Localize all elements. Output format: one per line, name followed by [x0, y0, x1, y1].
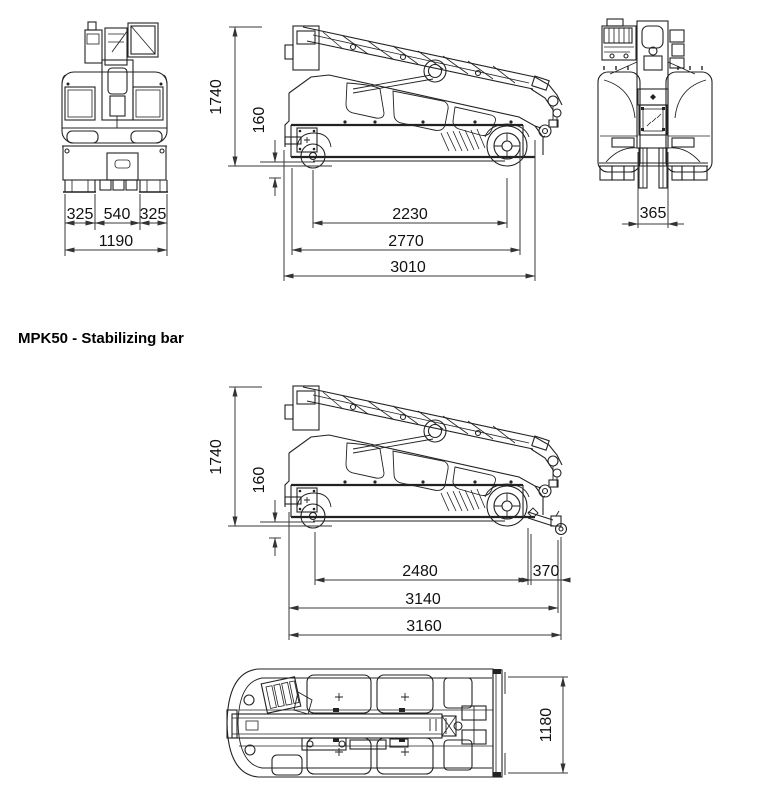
dim-label-1180: 1180 — [538, 708, 555, 743]
dim-label-2480: 2480 — [402, 563, 438, 580]
standard-configuration: 325 540 325 1190 1740 160 — [61, 18, 713, 281]
side-view-dimensions — [228, 26, 536, 281]
side-view-stabilizing-drawing — [283, 384, 564, 530]
dim-label-1740-stab: 1740 — [208, 439, 225, 475]
stabilizing-side-dimensions — [228, 386, 571, 640]
dim-label-540: 540 — [104, 206, 131, 223]
dim-label-3140: 3140 — [405, 591, 441, 608]
dim-label-2770: 2770 — [388, 233, 424, 250]
dim-label-365: 365 — [640, 205, 667, 222]
top-view-drawing — [226, 668, 506, 778]
stabilizing-bar-configuration: 1740 160 2480 370 3140 3160 — [208, 384, 571, 778]
dim-label-160-top: 160 — [251, 107, 268, 134]
section-title: MPK50 - Stabilizing bar — [18, 330, 184, 347]
dim-label-2230: 2230 — [392, 206, 428, 223]
dim-label-370: 370 — [533, 563, 560, 580]
dim-label-1190: 1190 — [99, 233, 134, 250]
stabilizing-bar-drawing — [527, 507, 568, 536]
rear-view-drawing — [597, 18, 713, 189]
top-view-dimensions — [508, 676, 568, 774]
rear-view-dimensions — [622, 152, 684, 228]
dim-label-325-right: 325 — [140, 206, 167, 223]
dim-label-3160: 3160 — [406, 618, 442, 635]
dim-label-325-left: 325 — [67, 206, 94, 223]
dim-label-160-stab: 160 — [251, 467, 268, 494]
front-view-dimensions — [64, 194, 168, 256]
dim-label-1740-top: 1740 — [208, 79, 225, 115]
dim-label-3010: 3010 — [390, 259, 426, 276]
front-view-drawing — [61, 21, 168, 193]
